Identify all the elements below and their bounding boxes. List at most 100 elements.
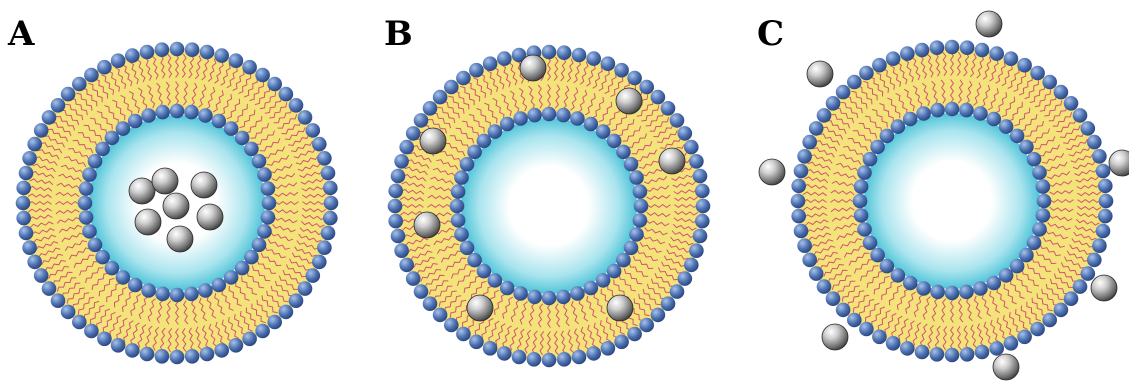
phospholipid-head-icon (214, 48, 229, 63)
phospholipid-head-icon (141, 108, 156, 123)
phospholipid-head-icon (973, 106, 988, 121)
phospholipid-head-icon (451, 213, 466, 228)
phospholipid-head-icon (170, 350, 185, 365)
phospholipid-head-icon (279, 305, 294, 320)
phospholipid-head-icon (854, 208, 869, 223)
phospholipid-head-icon (797, 149, 812, 164)
phospholipid-head-icon (1098, 179, 1113, 194)
phospholipid-head-icon (624, 157, 639, 172)
phospholipid-head-icon (1037, 194, 1052, 209)
phospholipid-head-icon (987, 276, 1002, 291)
phospholipid-head-icon (72, 77, 87, 92)
phospholipid-head-icon (570, 286, 585, 301)
phospholipid-head-icon (891, 119, 906, 134)
phospholipid-head-icon (22, 151, 37, 166)
phospholipid-head-icon (584, 281, 599, 296)
phospholipid-head-icon (323, 211, 338, 226)
nanoparticle-icon (167, 226, 193, 252)
phospholipid-head-icon (19, 166, 34, 181)
phospholipid-head-icon (661, 101, 676, 116)
phospholipid-head-icon (483, 56, 498, 71)
phospholipid-head-icon (586, 346, 601, 361)
phospholipid-head-icon (51, 98, 66, 113)
phospholipid-head-icon (323, 181, 338, 196)
phospholipid-head-icon (88, 154, 103, 169)
phospholipid-head-icon (170, 42, 185, 57)
phospholipid-head-icon (214, 343, 229, 358)
phospholipid-head-icon (460, 157, 475, 172)
phospholipid-head-icon (572, 48, 587, 63)
phospholipid-head-icon (500, 281, 515, 296)
phospholipid-head-icon (689, 243, 704, 258)
phospholipid-head-icon (298, 281, 313, 296)
phospholipid-head-icon (900, 46, 915, 61)
phospholipid-head-icon (388, 199, 403, 214)
phospholipid-head-icon (627, 327, 642, 342)
phospholipid-head-icon (388, 214, 403, 229)
phospholipid-head-icon (1036, 179, 1051, 194)
phospholipid-head-icon (556, 108, 571, 123)
phospholipid-head-icon (111, 338, 126, 353)
phospholipid-head-icon (791, 209, 806, 224)
phospholipid-head-icon (170, 288, 185, 303)
phospholipid-head-icon (616, 145, 631, 160)
phospholipid-head-icon (317, 240, 332, 255)
phospholipid-head-icon (22, 240, 37, 255)
phospholipid-head-icon (155, 105, 170, 120)
phospholipid-head-icon (651, 308, 666, 323)
phospholipid-head-icon (16, 181, 31, 196)
phospholipid-head-icon (629, 170, 644, 185)
phospholipid-head-icon (125, 48, 140, 63)
phospholipid-head-icon (586, 51, 601, 66)
panel-c: C (757, 11, 1129, 380)
phospholipid-head-icon (289, 293, 304, 308)
nanoparticle-icon (616, 88, 642, 114)
phospholipid-head-icon (1042, 313, 1057, 328)
phospholipid-head-icon (826, 96, 841, 111)
phospholipid-head-icon (960, 347, 975, 362)
phospholipid-head-icon (1017, 58, 1032, 73)
phospholipid-head-icon (433, 90, 448, 105)
phospholipid-head-icon (989, 46, 1004, 61)
phospholipid-head-icon (34, 268, 49, 283)
phospholipid-head-icon (242, 332, 257, 347)
phospholipid-head-icon (601, 56, 616, 71)
phospholipid-head-icon (1096, 164, 1111, 179)
phospholipid-head-icon (27, 255, 42, 270)
phospholipid-head-icon (414, 113, 429, 128)
phospholipid-head-icon (797, 238, 812, 253)
phospholipid-head-icon (255, 324, 270, 339)
phospholipid-head-icon (141, 283, 156, 298)
phospholipid-head-icon (61, 305, 76, 320)
phospholipid-head-icon (836, 85, 851, 100)
phospholipid-head-icon (930, 285, 945, 300)
phospholipid-head-icon (312, 137, 327, 152)
phospholipid-head-icon (97, 332, 112, 347)
phospholipid-head-icon (847, 75, 862, 90)
panel-b: B (384, 14, 710, 367)
phospholipid-head-icon (82, 167, 97, 182)
phospholipid-head-icon (900, 341, 915, 356)
panel-label-c: C (757, 14, 784, 54)
phospholipid-head-icon (614, 335, 629, 350)
phospholipid-head-icon (695, 184, 710, 199)
phospholipid-head-icon (321, 226, 336, 241)
nanoparticle-icon (152, 168, 178, 194)
phospholipid-head-icon (916, 106, 931, 121)
nanoparticle-icon (607, 295, 633, 321)
phospholipid-head-icon (279, 87, 294, 102)
phospholipid-head-icon (391, 169, 406, 184)
phospholipid-head-icon (886, 51, 901, 66)
phospholipid-head-icon (1054, 85, 1069, 100)
phospholipid-head-icon (794, 224, 809, 239)
phospholipid-head-icon (973, 281, 988, 296)
nanoparticle-icon (759, 159, 785, 185)
phospholipid-head-icon (306, 123, 321, 138)
phospholipid-head-icon (639, 80, 654, 95)
phospholipid-head-icon (244, 142, 259, 157)
phospholipid-head-icon (670, 284, 685, 299)
phospholipid-head-icon (945, 286, 960, 301)
phospholipid-head-icon (1030, 322, 1045, 337)
phospholipid-head-icon (791, 179, 806, 194)
phospholipid-head-icon (1032, 222, 1047, 237)
